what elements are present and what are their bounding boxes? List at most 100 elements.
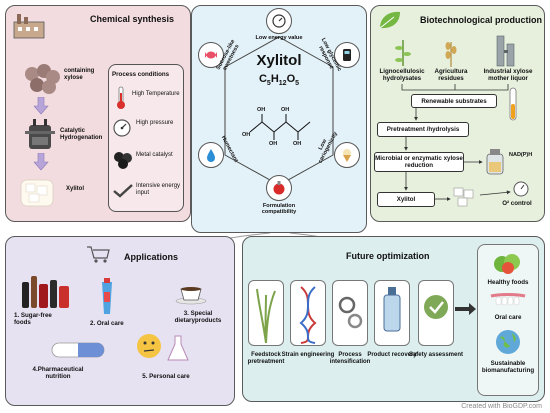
ice-cream-icon — [343, 149, 351, 162]
xylitol-formula: C5H12O5 — [243, 73, 315, 87]
teeth-icon — [490, 293, 526, 306]
formula-o-count: 5 — [295, 80, 300, 88]
low-cariogenicity-node — [334, 142, 360, 168]
grass-icon — [256, 288, 276, 344]
applications-panel — [5, 236, 235, 406]
pretreatment-box: Pretreatment /hydrolysis — [377, 122, 469, 137]
outcome-oral-care: Oral care — [494, 314, 522, 321]
recovery-card — [374, 280, 410, 346]
biotech-title: Biotechnological production — [420, 15, 542, 25]
source-lignocellulosic: Lignocellulosic hydrolysates — [379, 68, 425, 82]
condition-high-temperature: High Temperature — [132, 91, 180, 97]
xylose-pile-icon — [25, 64, 60, 94]
app-oral-care: 2. Oral care — [90, 320, 124, 327]
thermometer-icon — [117, 86, 125, 109]
source-agricultural: Agricultura residues — [434, 68, 468, 82]
condition-high-pressure: High pressure — [136, 120, 174, 126]
formulation-node — [266, 175, 292, 201]
down-arrow-icon — [33, 153, 49, 171]
pressure-gauge-icon — [113, 119, 131, 137]
xylitol-crystals-icon — [20, 179, 54, 207]
coffee-cup-icon — [175, 287, 207, 305]
flask-icon — [273, 181, 285, 195]
factory-icon — [13, 14, 45, 39]
process-conditions-title: Process conditions — [112, 71, 170, 78]
app-sugar-free: 1. Sugar-free foods — [14, 312, 52, 326]
formula-c-count: 5 — [266, 80, 271, 88]
step-safety: Safety assessment — [408, 352, 464, 358]
applications-title: Applications — [124, 252, 179, 262]
beverages-icon — [22, 276, 69, 308]
sources-bracket — [401, 84, 509, 91]
condition-metal-catalyst: Metal catalyst — [136, 152, 173, 158]
bio-xylitol-box: Xylitol — [377, 192, 435, 207]
xylitol-title: Xylitol — [256, 52, 302, 69]
chemical-synthesis-title: Chemical synthesis — [90, 14, 175, 24]
cart-icon — [87, 246, 110, 263]
low-glycemic-node — [334, 42, 360, 68]
flask-outline-icon — [167, 335, 189, 361]
step-feedstock: Feedstock pretreatment — [247, 352, 285, 365]
oh-group: OH — [281, 107, 290, 113]
wheat-icon — [445, 42, 457, 67]
formula-o: O — [286, 73, 296, 85]
formula-c: C — [258, 73, 267, 85]
humectant-node — [198, 142, 224, 168]
check-circle-icon — [424, 295, 448, 319]
app-personal-care: 5. Personal care — [142, 373, 190, 380]
globe-icon — [496, 330, 520, 354]
water-drop-icon — [207, 149, 215, 162]
test-tube-icon — [509, 87, 517, 121]
hydrogenation-label: Catalytic Hydrogenation — [60, 128, 103, 141]
thinking-face-icon — [137, 334, 161, 358]
reduction-box: Microbial or enzymatic xylose reduction — [374, 152, 464, 172]
oh-group: OH — [293, 141, 302, 147]
formula-h: H — [270, 73, 279, 85]
glucometer-icon — [343, 49, 351, 61]
app-pharmaceutical: 4.Pharmaceutical nutrition — [32, 366, 84, 380]
xylitol-structure — [249, 114, 311, 140]
dna-icon — [299, 286, 317, 344]
outcome-sustainable: Sustainable biomanufacturing — [481, 360, 535, 374]
capsule-icon — [51, 342, 105, 358]
property-formulation: Formulation compatibility — [261, 203, 297, 216]
oxygen-control-label: O² control — [502, 200, 532, 207]
crystals-icon — [453, 187, 474, 207]
candy-icon — [205, 51, 217, 59]
chemical-product-label: Xylitol — [66, 186, 85, 192]
footer-credit: Created with BioGDP.com — [461, 403, 542, 410]
source-industrial: Industrial xylose mother liquor — [483, 68, 533, 82]
cofactor-label: NAD(P)H — [509, 152, 533, 158]
reactor-vessel-icon — [383, 287, 401, 332]
step-recovery: Product recovery — [367, 352, 417, 358]
oxygen-gauge-icon — [513, 181, 529, 197]
renewable-substrates-box: Renewable substrates — [411, 94, 497, 108]
gauge-icon — [272, 14, 286, 28]
toothpaste-icon — [102, 278, 112, 314]
app-special-dietary: 3. Special dietaryproducts — [174, 310, 222, 324]
condition-energy-input: Intensive energy input — [136, 183, 181, 196]
low-energy-node — [266, 8, 292, 34]
down-arrow-icon — [33, 97, 49, 115]
step-process: Process intensification — [329, 352, 371, 365]
right-arrow-icon — [455, 303, 476, 315]
xylose-feed-label: containing xylose — [64, 68, 95, 81]
outcome-healthy-foods: Healthy foods — [487, 279, 529, 286]
feedstock-card — [248, 280, 284, 346]
process-conditions-box — [108, 64, 184, 212]
bioreactor-icon — [486, 149, 504, 175]
formula-h-count: 12 — [278, 80, 287, 88]
check-icon — [113, 184, 133, 198]
process-card — [332, 280, 368, 346]
sweetness-node — [198, 42, 224, 68]
property-low-energy: Low energy value — [255, 35, 303, 41]
plant-icon — [395, 40, 411, 66]
metal-catalyst-icon — [114, 152, 132, 169]
pipeline-icon — [496, 35, 515, 67]
strain-card — [290, 280, 326, 346]
oh-group: OH — [257, 107, 266, 113]
reactor-icon — [25, 119, 55, 149]
bio-flow-arrows — [404, 108, 511, 201]
safety-card — [418, 280, 454, 346]
vegetables-icon — [494, 254, 520, 274]
